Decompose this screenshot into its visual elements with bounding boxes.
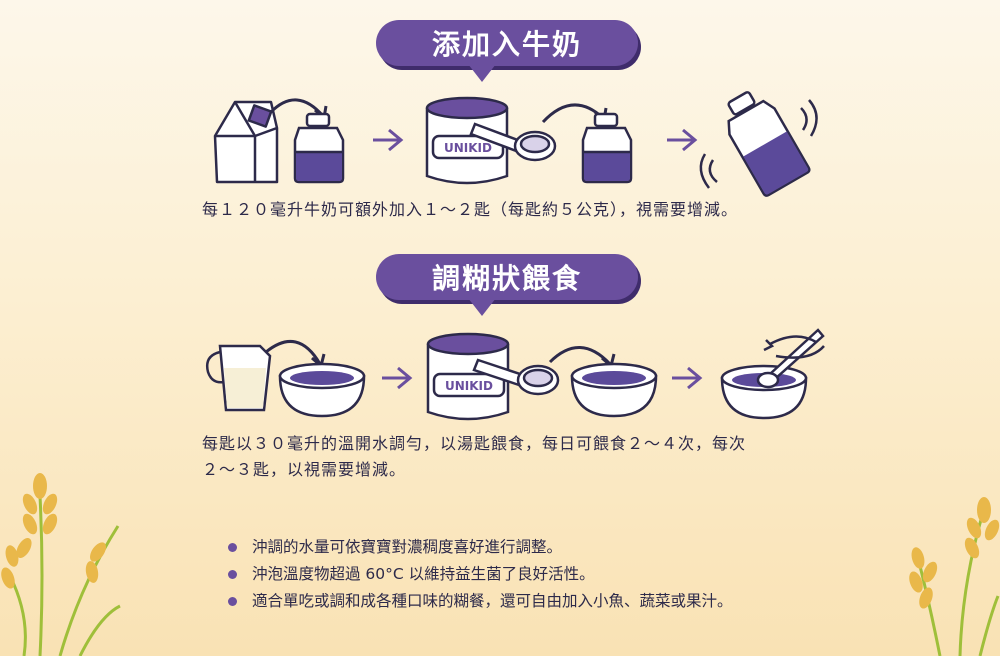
milk-carton-icon	[213, 100, 279, 184]
step-arrow-icon-2	[667, 128, 698, 152]
step-arrow-icon-4	[672, 366, 703, 390]
baby-bottle-icon	[293, 112, 345, 184]
bullet-dot-icon	[228, 543, 237, 552]
section2-description-line1: 每匙以３０毫升的溫開水調勻，以湯匙餵食，每日可餵食２～４次，每次	[202, 434, 747, 453]
step-arrow-icon	[373, 128, 404, 152]
pour-arrow-icon-4	[548, 346, 612, 366]
note-text: 沖泡溫度物超過 60°C 以維持益生菌了良好活性。	[252, 565, 595, 583]
paste-steps-illustration: UNIKID	[206, 328, 825, 421]
section2-title-bubble: 調糊狀餵食	[376, 254, 638, 316]
note-text: 適合單吃或調和成各種口味的糊餐，還可自由加入小魚、蔬菜或果汁。	[252, 592, 733, 610]
shake-lines-icon	[699, 99, 818, 189]
note-item: 適合單吃或調和成各種口味的糊餐，還可自由加入小魚、蔬菜或果汁。	[228, 588, 733, 615]
pour-arrow-icon-3	[265, 340, 322, 365]
note-item: 沖泡溫度物超過 60°C 以維持益生菌了良好活性。	[228, 561, 733, 588]
canister-brand-label: UNIKID	[444, 141, 492, 155]
bullet-dot-icon	[228, 570, 237, 579]
section2-description-line2: ２～３匙，以視需要增減。	[202, 460, 407, 479]
step-arrow-icon-3	[382, 366, 413, 390]
baby-bottle-icon-2	[581, 112, 633, 184]
formula-canister-icon	[425, 96, 509, 185]
scoop-icon-2	[472, 358, 560, 396]
note-item: 沖調的水量可依寶寶對濃稠度喜好進行調整。	[228, 534, 733, 561]
bowl-with-spoon-icon	[720, 328, 825, 420]
notes-list: 沖調的水量可依寶寶對濃稠度喜好進行調整。 沖泡溫度物超過 60°C 以維持益生菌…	[228, 534, 733, 615]
water-pitcher-icon	[206, 344, 272, 412]
scoop-icon	[469, 122, 557, 162]
stir-arrow-icon	[763, 335, 825, 359]
note-text: 沖調的水量可依寶寶對濃稠度喜好進行調整。	[252, 538, 563, 556]
bowl-icon-2	[570, 362, 658, 418]
canister-brand-label-2: UNIKID	[445, 379, 493, 393]
section1-title-bubble: 添加入牛奶	[376, 20, 638, 82]
section1-title: 添加入牛奶	[431, 28, 582, 61]
bullet-dot-icon	[228, 597, 237, 606]
shake-bottle-icon	[727, 91, 811, 197]
bowl-icon	[278, 362, 366, 418]
wheat-decoration-right	[909, 497, 1000, 656]
section2-title: 調糊狀餵食	[431, 262, 582, 295]
wheat-decoration-left	[1, 473, 121, 656]
milk-steps-illustration: UNIKID	[213, 91, 818, 197]
section1-description: 每１２０毫升牛奶可額外加入１～２匙（每匙約５公克），視需要增減。	[202, 200, 739, 219]
formula-canister-icon-2	[426, 332, 510, 421]
